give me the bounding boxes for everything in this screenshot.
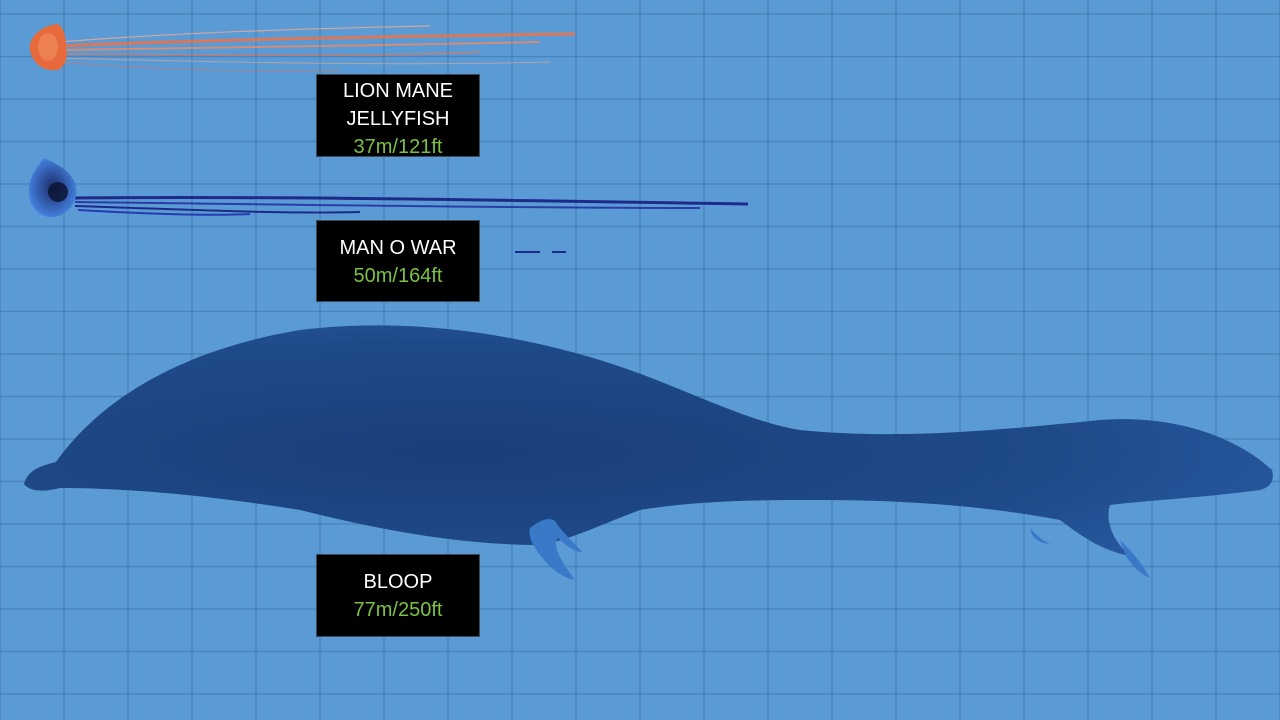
creature-size: 50m/164ft bbox=[353, 265, 443, 287]
creature-size: 37m/121ft bbox=[353, 136, 443, 158]
bloop-flipper bbox=[529, 519, 1150, 580]
man-o-war-tentacles bbox=[74, 195, 749, 253]
man-o-war-icon bbox=[28, 158, 749, 253]
label-lion-mane-jellyfish: LION MANE JELLYFISH 37m/121ft bbox=[316, 74, 480, 158]
bloop-creature-icon bbox=[24, 325, 1273, 580]
creature-name: BLOOP bbox=[363, 571, 433, 593]
creature-size: 77m/250ft bbox=[353, 599, 443, 621]
label-man-o-war: MAN O WAR 50m/164ft bbox=[316, 220, 480, 302]
label-bloop: BLOOP 77m/250ft bbox=[316, 554, 480, 637]
creature-name: MAN O WAR bbox=[339, 237, 457, 259]
jellyfish-icon bbox=[29, 24, 576, 72]
bloop-body bbox=[24, 325, 1273, 556]
jellyfish-tentacles bbox=[57, 25, 576, 72]
creature-name: LION MANE JELLYFISH bbox=[342, 80, 454, 130]
